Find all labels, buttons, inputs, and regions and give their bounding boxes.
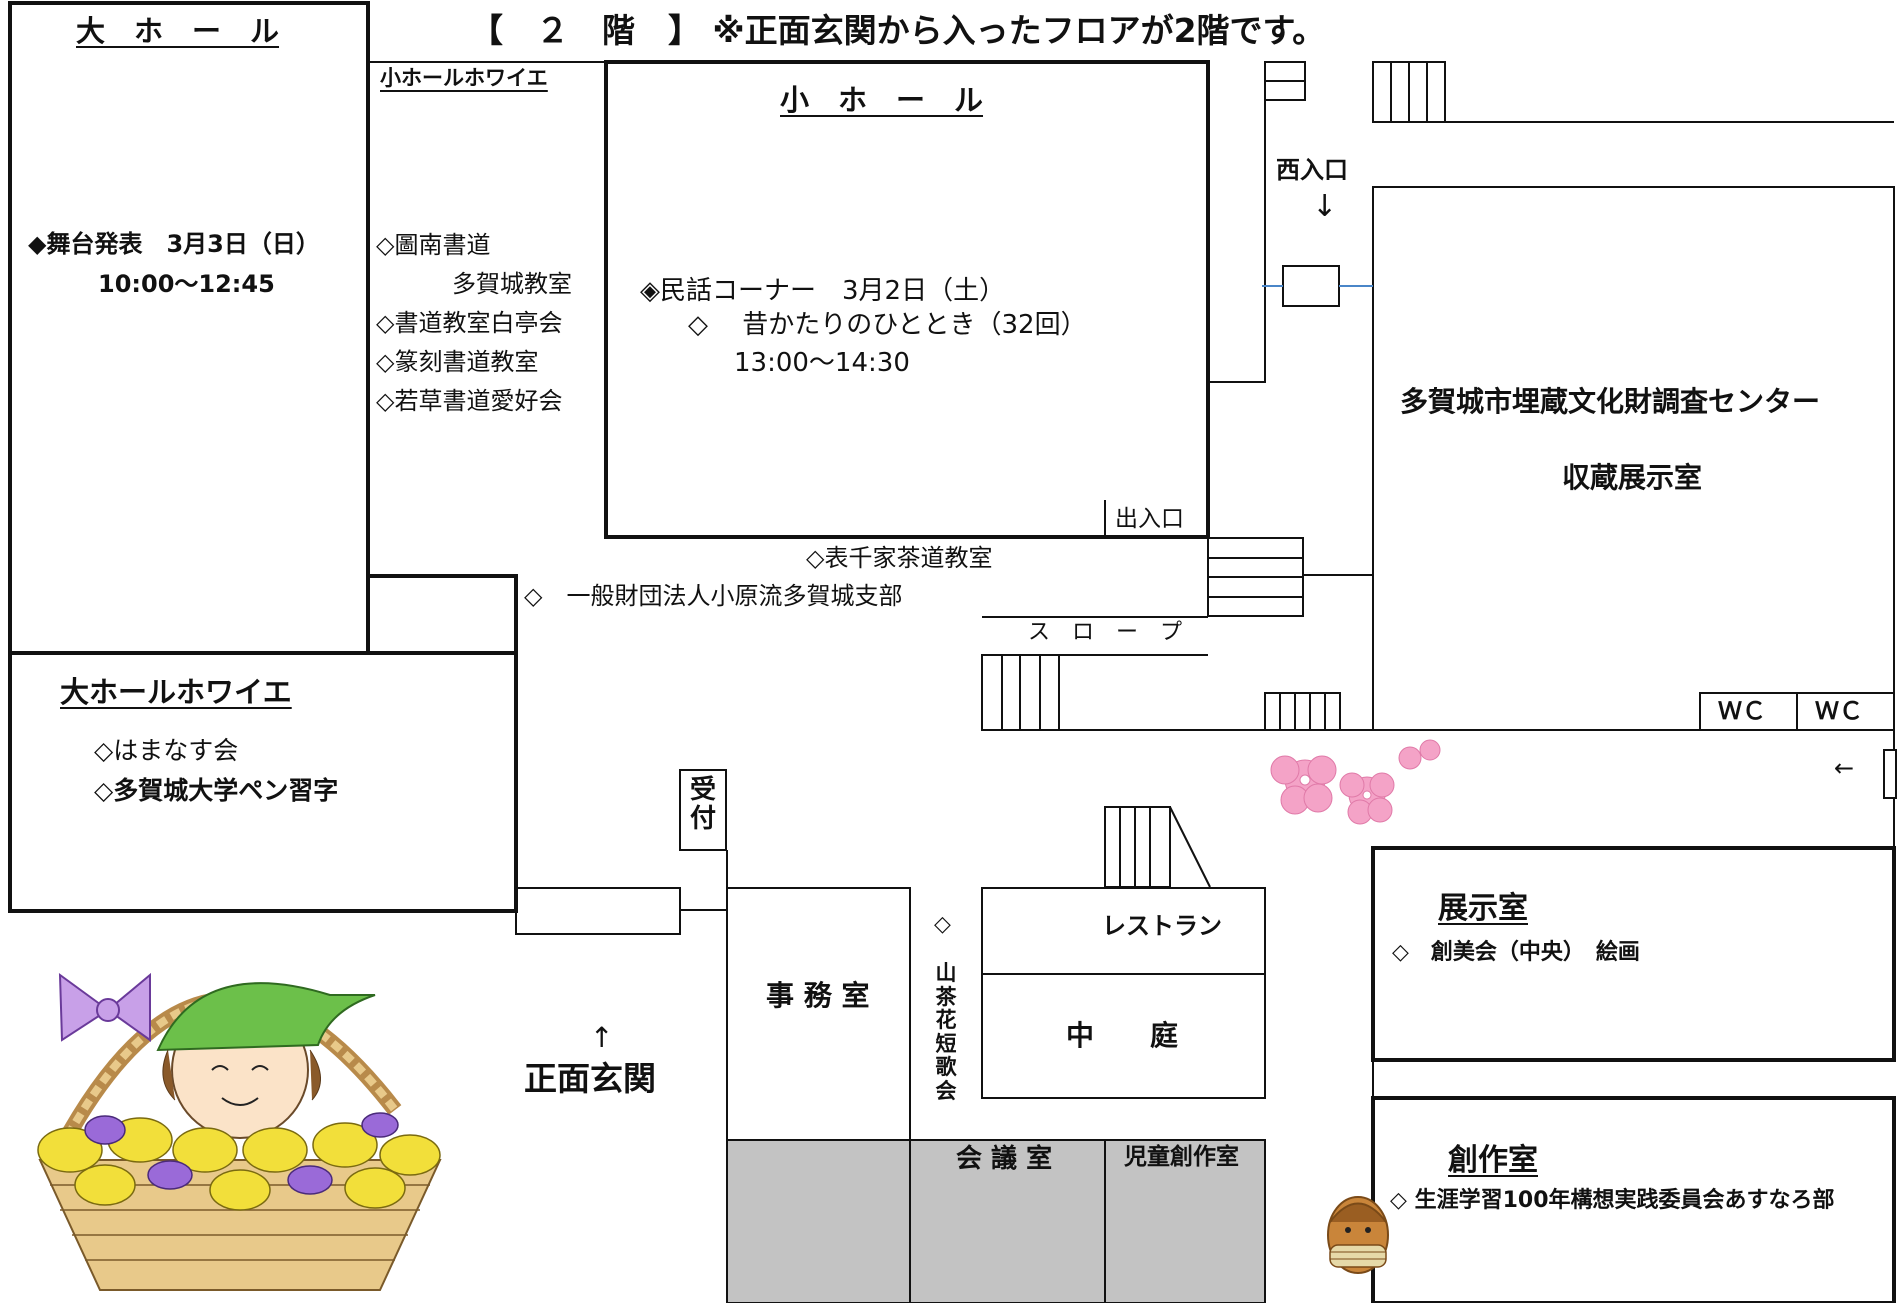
west-entrance-arrow-icon: ↓ [1312, 189, 1338, 224]
slope-label: ス ロ ー プ [1028, 620, 1183, 645]
side-arrow-icon: ← [1834, 754, 1855, 782]
gray-room-left [726, 1139, 911, 1303]
small-hall-name: 小 ホ ー ル [780, 83, 984, 117]
foyer-entry: ◇圖南書道 [376, 231, 491, 259]
great-hall-event: ◆舞台発表 3月3日（日） [28, 230, 320, 258]
great-hall-foyer-room [8, 651, 518, 913]
west-entrance-label: 西入口 [1276, 156, 1348, 184]
office-room [726, 887, 911, 1141]
wc-label: ＷＣ [1815, 697, 1863, 725]
exhibition-entry: ◇ 創美会（中央） 絵画 [1392, 940, 1640, 965]
foyer-entry: ◇若草書道愛好会 [376, 387, 563, 415]
small-hall-door-label: 出入口 [1115, 506, 1184, 532]
meeting-room-label: 会 議 室 [956, 1144, 1053, 1174]
center-name: 多賀城市埋蔵文化財調査センター [1400, 385, 1821, 418]
great-hall-name: 大 ホ ー ル [76, 14, 280, 48]
gray-room-meeting [909, 1139, 1106, 1303]
restaurant-label: レストラン [1102, 912, 1222, 940]
main-entrance-label: 正面玄関 [524, 1059, 656, 1098]
exhibition-room [1371, 846, 1896, 1062]
sazanka-label: 山茶花短歌会 [935, 961, 957, 1103]
cherry-blossom-icon [1270, 739, 1441, 825]
foyer-entry: ◇書道教室白亭会 [376, 309, 563, 337]
reception-box [679, 769, 727, 851]
sazanka-mark: ◇ [934, 912, 951, 937]
center-room [1372, 186, 1895, 731]
center-sub: 収蔵展示室 [1562, 461, 1703, 494]
foyer-entry: ◇篆刻書道教室 [376, 348, 539, 376]
courtyard-label: 中 庭 [1066, 1019, 1179, 1052]
corridor-entry: ◇ 一般財団法人小原流多賀城支部 [524, 582, 903, 610]
great-hall-time: 10:00～12:45 [98, 270, 275, 298]
chestnut-mascot-icon [1327, 1196, 1389, 1274]
girl-basket-illustration [37, 972, 442, 1291]
great-hall-room [8, 1, 370, 655]
great-hall-foyer-name: 大ホールホワイエ [60, 675, 292, 709]
kids-room-label: 児童創作室 [1124, 1144, 1239, 1170]
courtyard-room [981, 973, 1266, 1099]
small-hall-program: ◇ 昔かたりのひととき（32回） [688, 310, 1087, 340]
reception-label: 受付 [689, 775, 716, 835]
exhibition-name: 展示室 [1438, 891, 1528, 926]
creation-name: 創作室 [1448, 1143, 1538, 1178]
foyer-entry: 多賀城教室 [452, 270, 572, 298]
great-hall-foyer-entry: ◇はまなす会 [94, 736, 239, 765]
small-hall-time: 13:00～14:30 [734, 348, 910, 378]
floor-title: 【 ２ 階 】 ※正面玄関から入ったフロアが2階です。 [470, 11, 1326, 50]
small-hall-foyer-name: 小ホールホワイエ [380, 66, 548, 90]
main-entrance-arrow-icon: ↑ [590, 1021, 614, 1054]
corridor-entry: ◇表千家茶道教室 [806, 544, 993, 572]
great-hall-foyer-entry: ◇多賀城大学ペン習字 [94, 776, 339, 805]
creation-room [1371, 1096, 1896, 1303]
wc-label: ＷＣ [1718, 697, 1766, 725]
small-hall-room [604, 60, 1210, 539]
creation-entry: ◇ 生涯学習100年構想実践委員会あすなろ部 [1390, 1188, 1835, 1213]
office-label: 事 務 室 [766, 979, 870, 1012]
wc-box-2 [1796, 692, 1895, 731]
small-hall-event: ◈民話コーナー 3月2日（土） [640, 276, 1006, 306]
gray-room-kids [1104, 1139, 1266, 1303]
